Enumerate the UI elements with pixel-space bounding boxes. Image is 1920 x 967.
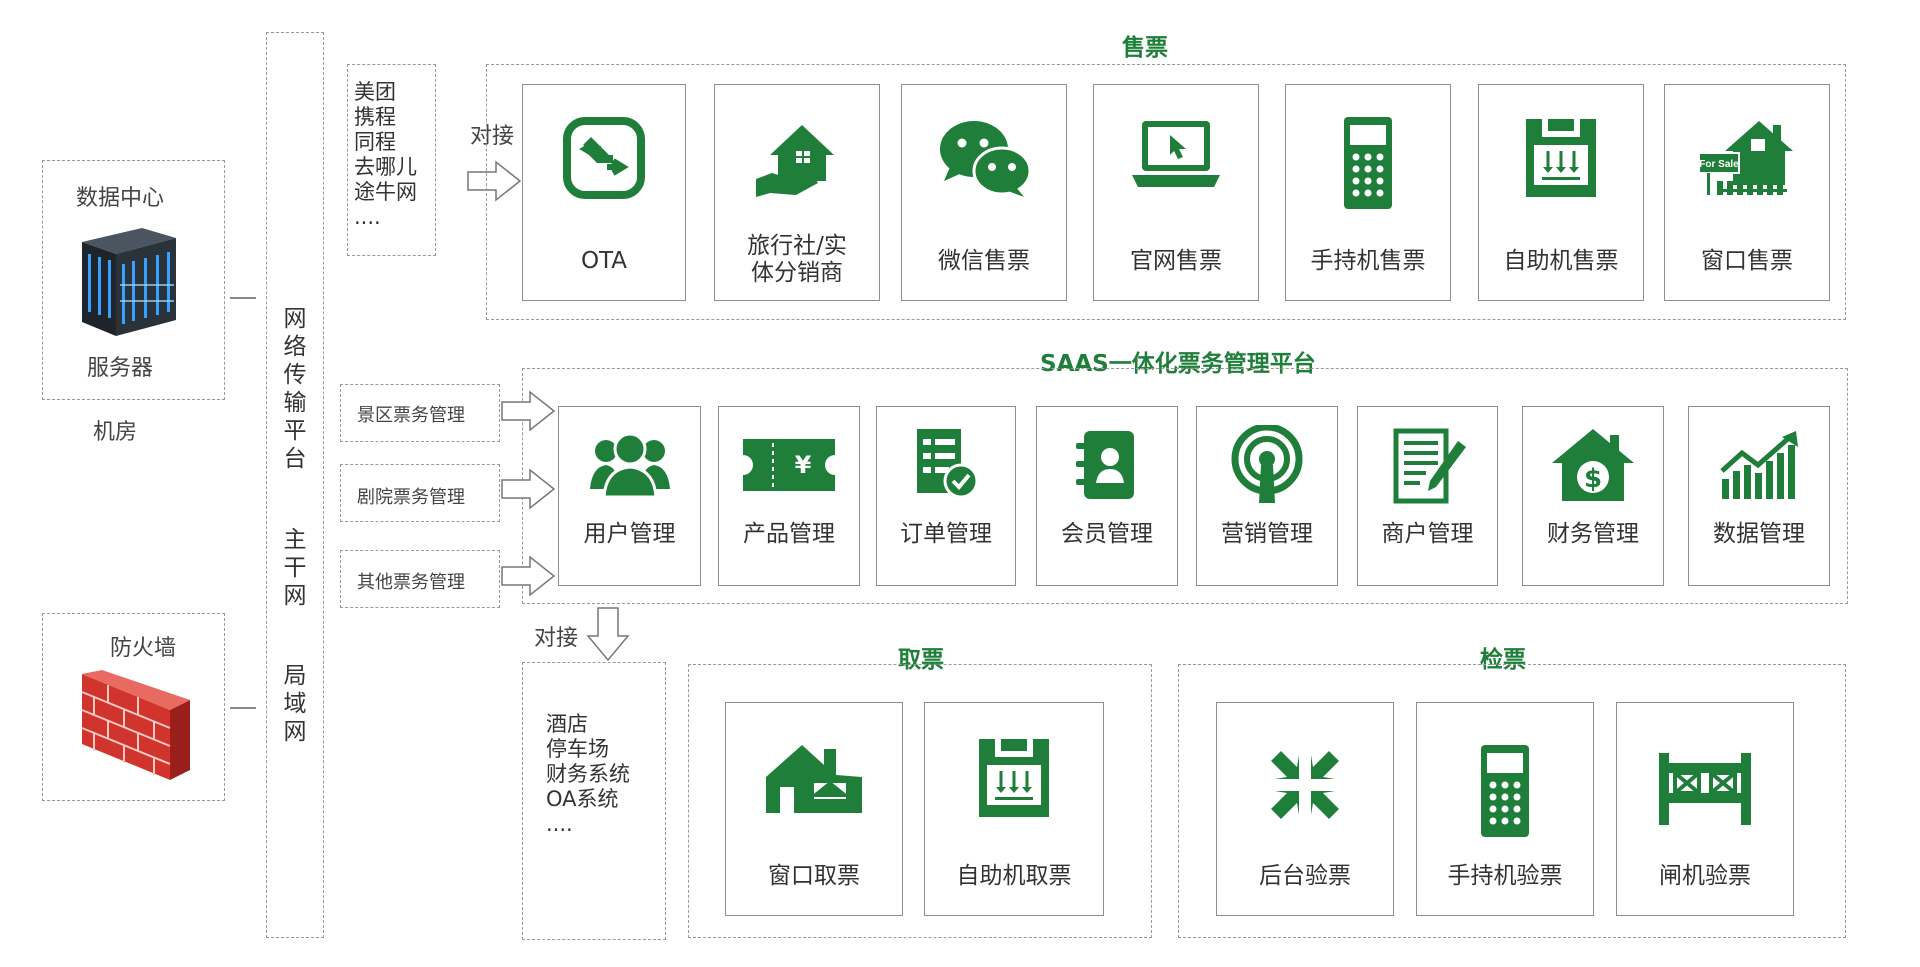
input-box-other[interactable] bbox=[340, 550, 500, 608]
platform-card-member[interactable]: 会员管理 bbox=[1036, 406, 1178, 586]
svg-text:¥: ¥ bbox=[795, 451, 812, 479]
connector-line bbox=[230, 297, 256, 299]
sales-card-agency[interactable]: 旅行社/实 体分销商 bbox=[714, 84, 880, 301]
platform-title: SAAS一体化票务管理平台 bbox=[1040, 351, 1316, 377]
room-label: 机房 bbox=[93, 420, 138, 445]
pickup-section bbox=[688, 664, 1152, 938]
member-icon bbox=[1037, 427, 1177, 523]
sales-section bbox=[486, 64, 1846, 320]
check-section bbox=[1178, 664, 1846, 938]
arrow-right-icon bbox=[500, 390, 556, 432]
firewall-title: 防火墙 bbox=[110, 636, 177, 661]
pickup-card-window[interactable]: 窗口取票 bbox=[725, 702, 903, 916]
handheld-icon bbox=[1417, 743, 1593, 839]
sales-card-wechat[interactable]: 微信售票 bbox=[901, 84, 1067, 301]
kiosk-icon bbox=[1479, 115, 1643, 211]
platform-card-data[interactable]: 数据管理 bbox=[1688, 406, 1830, 586]
datacenter-box bbox=[42, 160, 225, 400]
ota-list: 美团 携程 同程 去哪儿 途牛网 .... bbox=[354, 80, 417, 229]
arrow-right-icon bbox=[500, 555, 556, 597]
contract-icon bbox=[1358, 427, 1497, 523]
connect-label-bottom: 对接 bbox=[534, 626, 579, 651]
input-box-theater[interactable] bbox=[340, 464, 500, 522]
broadcast-icon bbox=[1197, 425, 1337, 521]
arrow-right-icon bbox=[466, 160, 522, 202]
check-card-backend[interactable]: 后台验票 bbox=[1216, 702, 1394, 916]
order-icon bbox=[877, 427, 1015, 523]
check-card-handheld[interactable]: 手持机验票 bbox=[1416, 702, 1594, 916]
network-label-backbone: 主 干 网 bbox=[283, 527, 307, 609]
datacenter-title: 数据中心 bbox=[76, 186, 165, 211]
house-hand-icon bbox=[715, 115, 879, 211]
connector-line bbox=[230, 707, 256, 709]
firewall-box bbox=[42, 613, 225, 801]
handheld-icon bbox=[1286, 115, 1450, 211]
network-bar bbox=[266, 32, 324, 938]
arrow-down-icon bbox=[586, 606, 630, 662]
platform-card-product[interactable]: ¥ 产品管理 bbox=[718, 406, 860, 586]
exchange-icon bbox=[523, 115, 685, 211]
input-label-other: 其他票务管理 bbox=[357, 572, 465, 593]
network-label-transport: 网 络 传 输 平 台 bbox=[283, 306, 307, 472]
wechat-icon bbox=[902, 115, 1066, 211]
input-label-scenic: 景区票务管理 bbox=[357, 405, 465, 426]
server-icon bbox=[72, 224, 182, 340]
platform-card-order[interactable]: 订单管理 bbox=[876, 406, 1016, 586]
sales-card-kiosk[interactable]: 自助机售票 bbox=[1478, 84, 1644, 301]
network-label-lan: 局 域 网 bbox=[283, 663, 307, 745]
platform-card-finance[interactable]: $ 财务管理 bbox=[1522, 406, 1664, 586]
for-sale-house-icon: For Sale bbox=[1665, 115, 1829, 211]
converge-arrows-icon bbox=[1217, 747, 1393, 843]
sales-card-ota[interactable]: OTA bbox=[522, 84, 686, 301]
external-list-box bbox=[522, 662, 666, 940]
ota-list-box bbox=[347, 64, 436, 256]
ticket-icon: ¥ bbox=[719, 435, 859, 531]
window-house-icon bbox=[726, 737, 902, 833]
server-label: 服务器 bbox=[87, 356, 154, 381]
svg-text:For Sale: For Sale bbox=[1699, 159, 1739, 170]
arrow-right-icon bbox=[500, 468, 556, 510]
users-icon bbox=[559, 429, 700, 525]
input-label-theater: 剧院票务管理 bbox=[357, 487, 465, 508]
check-title: 检票 bbox=[1480, 647, 1526, 673]
check-card-gate[interactable]: 闸机验票 bbox=[1616, 702, 1794, 916]
input-box-scenic[interactable] bbox=[340, 384, 500, 442]
sales-card-handheld[interactable]: 手持机售票 bbox=[1285, 84, 1451, 301]
sales-title: 售票 bbox=[1122, 35, 1168, 61]
finance-house-icon: $ bbox=[1523, 425, 1663, 521]
pickup-card-kiosk[interactable]: 自助机取票 bbox=[924, 702, 1104, 916]
svg-text:$: $ bbox=[1584, 464, 1602, 494]
platform-card-merchant[interactable]: 商户管理 bbox=[1357, 406, 1498, 586]
platform-card-users[interactable]: 用户管理 bbox=[558, 406, 701, 586]
gate-icon bbox=[1617, 749, 1793, 845]
sales-card-agency-label: 旅行社/实 体分销商 bbox=[747, 232, 847, 287]
pickup-title: 取票 bbox=[898, 647, 944, 673]
sales-card-window[interactable]: For Sale 窗口售票 bbox=[1664, 84, 1830, 301]
chart-icon bbox=[1689, 431, 1829, 527]
connect-label-top: 对接 bbox=[470, 124, 515, 149]
laptop-icon bbox=[1094, 115, 1258, 211]
firewall-icon bbox=[78, 670, 198, 785]
external-list: 酒店 停车场 财务系统 OA系统 .... bbox=[546, 712, 630, 836]
platform-card-marketing[interactable]: 营销管理 bbox=[1196, 406, 1338, 586]
sales-card-website[interactable]: 官网售票 bbox=[1093, 84, 1259, 301]
kiosk-icon bbox=[925, 735, 1103, 831]
